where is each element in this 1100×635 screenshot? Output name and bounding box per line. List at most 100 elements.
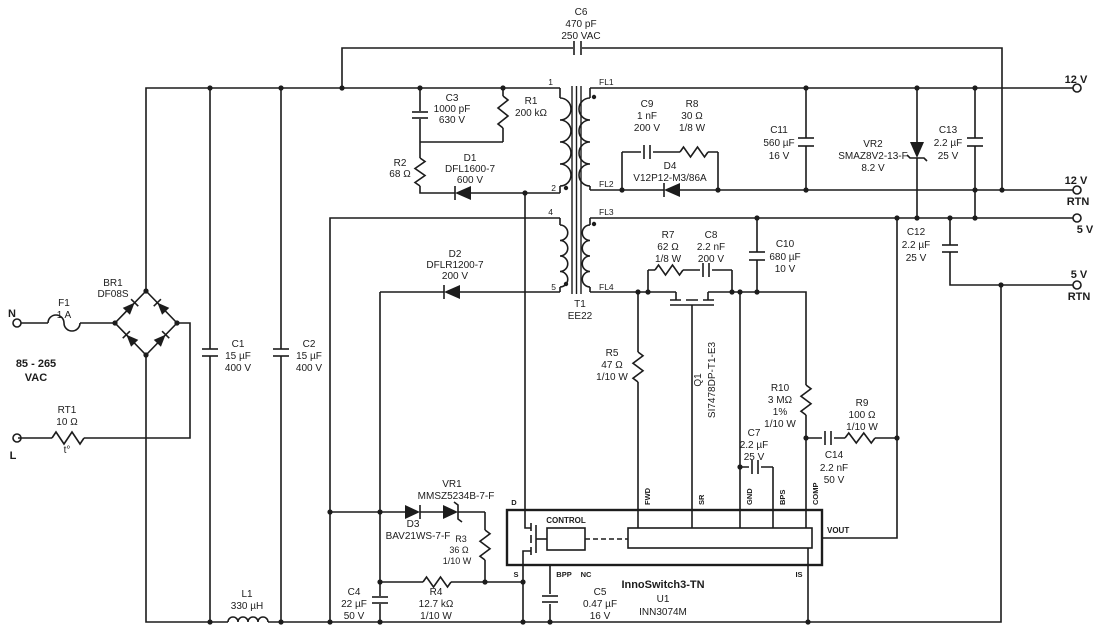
ic-control-label: CONTROL [546, 516, 586, 525]
transformer-t1-symbol [559, 86, 597, 294]
c8-label-1: 2.2 nF [697, 242, 725, 253]
capacitor-c9-symbol [643, 145, 651, 159]
c2-label-0: C2 [303, 339, 316, 350]
ic-pin-sr-label: SR [697, 494, 706, 505]
zener-vr2-symbol [906, 142, 928, 162]
r7-label-0: R7 [662, 230, 675, 241]
f1-label-1: 1 A [57, 310, 72, 321]
c8-label-2: 200 V [698, 254, 724, 265]
c11-label-0: C11 [770, 125, 788, 136]
c13-label-2: 25 V [938, 151, 959, 162]
output-5v-rtn-label-1: RTN [1068, 291, 1091, 303]
capacitor-c10-symbol [749, 251, 765, 261]
ic-pin-d-label: D [511, 498, 517, 507]
br1-label-0: BR1 [103, 278, 123, 289]
resistor-r2-symbol [413, 157, 427, 187]
r8-label-2: 1/8 W [679, 123, 706, 134]
ic-pin-is-label: IS [795, 570, 802, 579]
ic-pin-bps-label: BPS [778, 490, 787, 505]
c5-label-1: 0.47 µF [583, 599, 617, 610]
t1-pin4-label: 4 [548, 207, 553, 217]
resistor-r9-symbol [844, 431, 876, 445]
ic-part-label: INN3074M [639, 607, 687, 618]
capacitor-c1-symbol [202, 348, 218, 357]
thermistor-rt1-symbol [51, 430, 85, 446]
vr1-label-1: MMSZ5234B-7-F [418, 491, 495, 502]
rt1-label-1: 10 Ω [56, 417, 78, 428]
d2-label-0: D2 [449, 249, 462, 260]
capacitor-c12-symbol [942, 244, 958, 253]
ic-innoswitch-outline [505, 508, 824, 622]
output-12v-rtn-label-1: RTN [1067, 196, 1090, 208]
terminal-l [12, 433, 22, 443]
resistor-r4-symbol [422, 575, 452, 589]
terminal-5v [1072, 213, 1082, 223]
bridge-rectifier-br1-symbol [112, 288, 180, 358]
q1-label-1: SI7478DP-T1-E3 [707, 341, 718, 418]
diode-d4-symbol [663, 183, 680, 197]
r10-label-3: 1/10 W [764, 419, 796, 430]
capacitor-c6-symbol [573, 41, 582, 55]
r10-label-1: 3 MΩ [768, 395, 793, 406]
t1-pin2-label: 2 [551, 183, 556, 193]
r3-label-2: 1/10 W [443, 556, 472, 566]
c11-label-2: 16 V [769, 151, 790, 162]
r4-label-1: 12.7 kΩ [419, 599, 454, 610]
c9-label-2: 200 V [634, 123, 660, 134]
c10-label-2: 10 V [775, 264, 796, 275]
output-5v-rtn-label-0: 5 V [1071, 269, 1088, 281]
r3-label-1: 36 Ω [449, 545, 469, 555]
c8-label-0: C8 [705, 230, 718, 241]
terminal-5v-rtn [1072, 280, 1082, 290]
d3-label-0: D3 [407, 519, 420, 530]
c12-label-1: 2.2 µF [902, 240, 931, 251]
capacitor-c5-symbol [542, 595, 558, 603]
capacitor-c2-symbol [273, 348, 289, 357]
ic-pin-vout-label: VOUT [827, 526, 849, 535]
d3-label-1: BAV21WS-7-F [386, 531, 451, 542]
c14-label-0: C14 [825, 450, 844, 461]
r9-label-1: 100 Ω [849, 410, 876, 421]
ic-pin-bpp-label: BPP [556, 570, 571, 579]
d2-label-1: DFLR1200-7 [426, 260, 484, 271]
c13-label-1: 2.2 µF [934, 138, 963, 149]
mosfet-q1-symbol [670, 292, 714, 528]
capacitor-c11-symbol [798, 137, 814, 147]
ic-pin-gnd-label: GND [745, 488, 754, 505]
diode-d3-symbol [405, 505, 421, 519]
br1-label-1: DF08S [97, 289, 128, 300]
diode-d2-symbol [443, 285, 460, 299]
inductor-l1-symbol [227, 616, 269, 623]
t1-pin5-label: 5 [551, 282, 556, 292]
c5-label-0: C5 [594, 587, 607, 598]
r1-label-1: 200 kΩ [515, 108, 547, 119]
c3-label-0: C3 [446, 93, 459, 104]
c1-label-2: 400 V [225, 363, 251, 374]
f1-label-0: F1 [58, 298, 70, 309]
c5-label-2: 16 V [590, 611, 611, 622]
c14-label-1: 2.2 nF [820, 463, 848, 474]
c6-label-1: 470 pF [565, 19, 596, 30]
output-5v-label: 5 V [1077, 224, 1094, 236]
c2-label-2: 400 V [296, 363, 322, 374]
r1-label-0: R1 [525, 96, 538, 107]
diode-d1-symbol [454, 186, 471, 200]
vac-unit-label: VAC [25, 372, 47, 384]
r9-label-0: R9 [856, 398, 869, 409]
t1-fl4-label: FL4 [599, 282, 614, 292]
t1-label-1: EE22 [568, 311, 593, 322]
fuse-f1-symbol [47, 314, 81, 332]
resistor-r3-symbol [478, 529, 492, 561]
resistor-r10-symbol [799, 384, 813, 416]
r5-label-2: 1/10 W [596, 372, 628, 383]
r2-label-1: 68 Ω [389, 169, 411, 180]
capacitor-c13-symbol [967, 137, 983, 147]
ic-internal-mosfet [522, 510, 547, 622]
rt1-label-0: RT1 [58, 405, 77, 416]
c10-label-0: C10 [776, 239, 795, 250]
r8-label-1: 30 Ω [681, 111, 703, 122]
r5-label-1: 47 Ω [601, 360, 623, 371]
c9-label-1: 1 nF [637, 111, 657, 122]
